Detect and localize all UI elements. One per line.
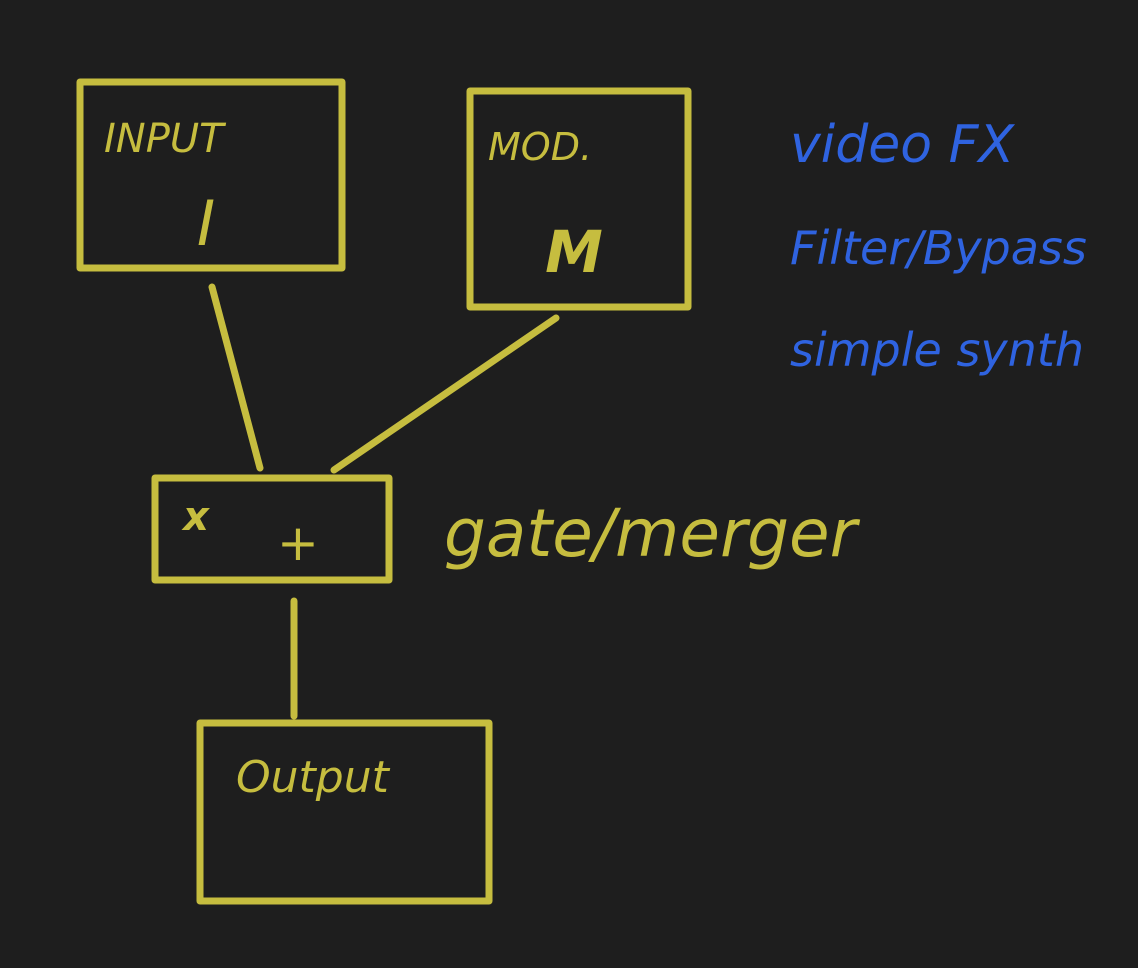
notes: video FX Filter/Bypass simple synth: [790, 115, 1087, 377]
node-gate: x +: [151, 474, 393, 584]
node-gate-times: x: [181, 494, 210, 540]
wire-input-to-gate: [208, 283, 264, 472]
node-output-frame: [196, 719, 493, 905]
node-gate-frame: [151, 474, 393, 584]
node-mod: MOD. M: [466, 87, 692, 311]
node-input-symbol: I: [197, 187, 215, 260]
node-output-title: Output: [236, 752, 391, 803]
node-gate-plus: +: [277, 514, 319, 572]
node-gate-caption: gate/merger: [444, 495, 861, 572]
node-mod-title: MOD.: [488, 125, 592, 169]
node-input-frame: [76, 78, 346, 272]
note-line-1: video FX: [790, 115, 1015, 175]
note-line-2: Filter/Bypass: [790, 221, 1087, 275]
node-output: Output: [196, 719, 493, 905]
node-mod-frame: [466, 87, 692, 311]
wire-mod-to-gate: [330, 314, 560, 474]
node-mod-symbol: M: [545, 218, 603, 286]
node-input: INPUT I: [76, 78, 346, 272]
note-line-3: simple synth: [790, 323, 1084, 377]
node-input-title: INPUT: [104, 116, 227, 162]
